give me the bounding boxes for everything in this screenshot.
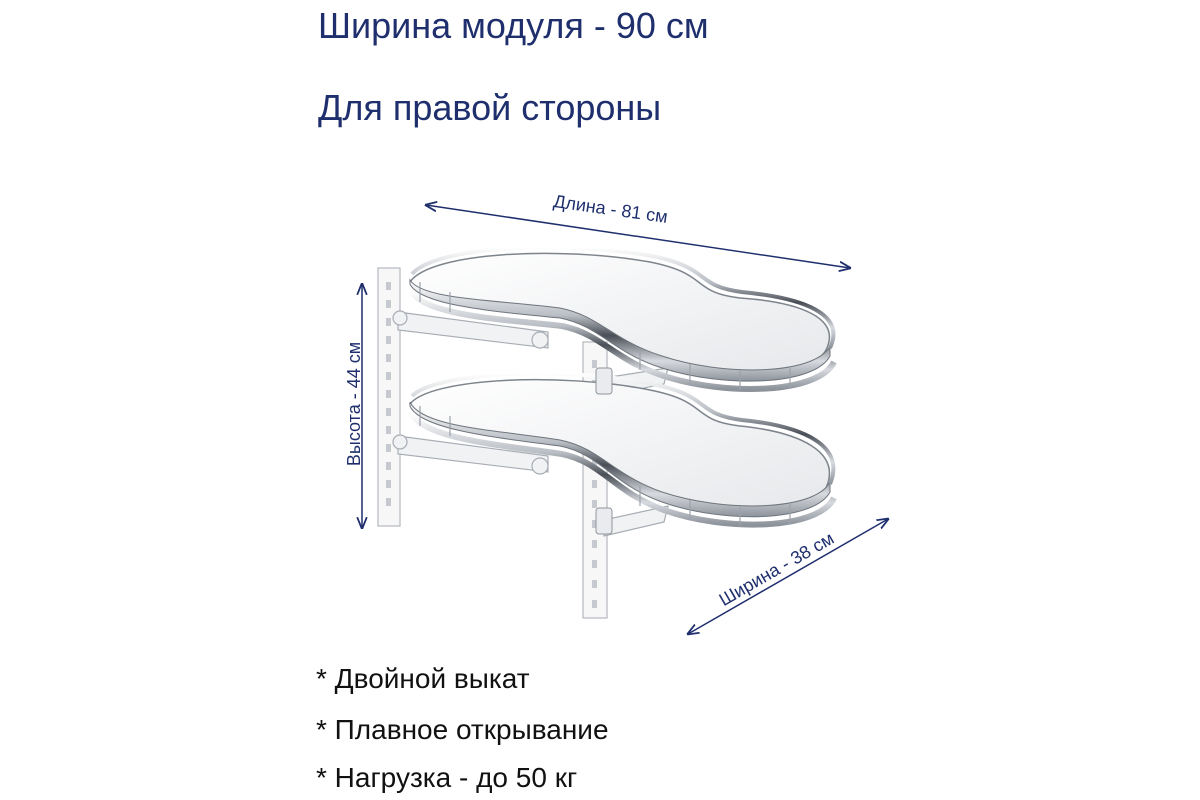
feature-item: * Плавное открывание <box>316 714 609 745</box>
upper-shelf <box>409 245 837 392</box>
side-title: Для правой стороны <box>318 87 662 128</box>
feature-item: * Нагрузка - до 50 кг <box>316 762 578 793</box>
front-post-hinges <box>595 367 613 535</box>
feature-item: * Двойной выкат <box>316 663 530 694</box>
lower-shelf <box>409 371 837 528</box>
height-dimension-label: Высота - 44 см <box>344 341 365 467</box>
width-dimension-line <box>688 519 888 634</box>
width-dimension-label: Ширина - 38 см <box>715 528 838 610</box>
back-mounting-post <box>377 267 401 527</box>
length-dimension-label: Длина - 81 см <box>552 191 669 227</box>
front-mounting-post <box>582 341 608 619</box>
lower-support-arm <box>392 434 669 537</box>
module-width-title: Ширина модуля - 90 см <box>318 5 709 46</box>
upper-support-arm <box>392 310 669 397</box>
